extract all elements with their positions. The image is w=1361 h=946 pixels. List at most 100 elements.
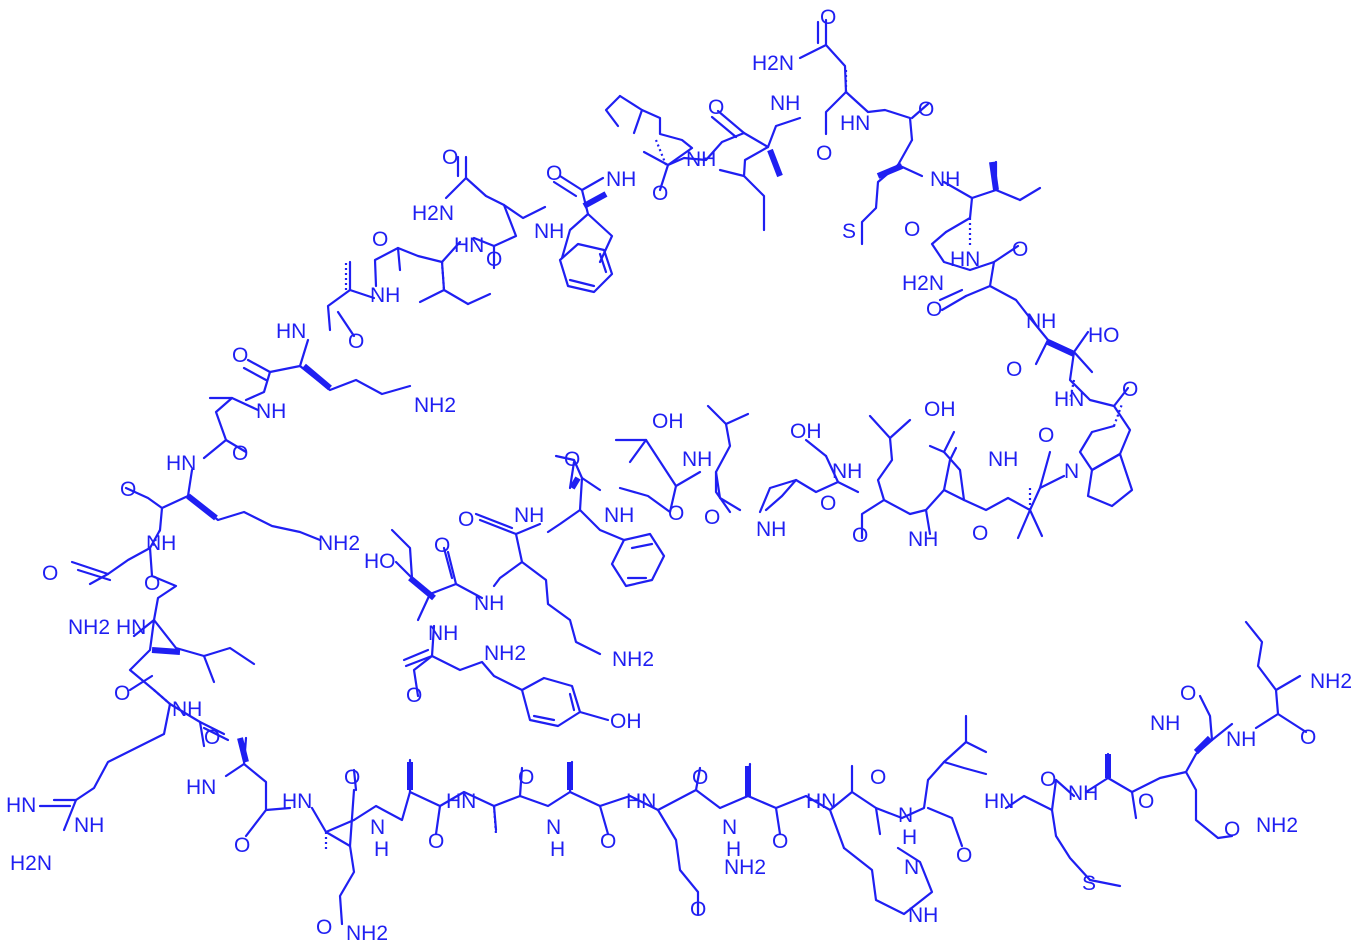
- atom-label-o: O: [344, 766, 360, 789]
- atom-label-o: O: [204, 726, 220, 749]
- atom-label-nh: NH: [428, 622, 458, 645]
- atom-label-nh: NH: [370, 284, 400, 307]
- atom-label-nh2: NH2: [346, 922, 388, 945]
- bottom-chain-backbone: [224, 620, 1308, 926]
- right-arc-backbone: [860, 160, 1134, 508]
- atom-label-nh2: NH2: [484, 642, 526, 665]
- atom-label-o: O: [486, 248, 502, 271]
- atom-label-o: O: [120, 478, 136, 501]
- atom-label-nh2: NH2: [612, 648, 654, 671]
- atom-label-oh: OH: [652, 410, 684, 433]
- atom-label-o: O: [704, 506, 720, 529]
- atom-label-o: O: [1138, 790, 1154, 813]
- atom-label-nh2: NH2: [1256, 814, 1298, 837]
- stereo-bonds: [150, 70, 1213, 850]
- atom-label-hn: HN: [166, 452, 196, 475]
- atom-label-o: O: [442, 146, 458, 169]
- atom-label-nh: NH: [832, 460, 862, 483]
- atom-label-nh: NH: [146, 532, 176, 555]
- atom-label-o: O: [406, 684, 422, 707]
- atom-label-s: S: [1082, 872, 1096, 895]
- atom-label-hn: HN: [1054, 388, 1084, 411]
- atom-label-hn: HN: [950, 248, 980, 271]
- atom-labels: O H2N NH HN O O O NH NH NH O O O NH H2N …: [6, 6, 1352, 945]
- atom-label-nh: NH: [756, 518, 786, 541]
- atom-label-n: N: [1064, 460, 1079, 483]
- atom-label-o: O: [690, 898, 706, 921]
- atom-label-o: O: [852, 524, 868, 547]
- atom-label-o: O: [564, 448, 580, 471]
- atom-label-hn: HN: [806, 790, 836, 813]
- atom-label-o: O: [1012, 238, 1028, 261]
- atom-label-hn: HN: [282, 790, 312, 813]
- atom-label-o: O: [972, 522, 988, 545]
- atom-label-nh: NH: [1226, 728, 1256, 751]
- atom-label-o: O: [42, 562, 58, 585]
- atom-label-o: O: [458, 508, 474, 531]
- atom-label-hn: HN: [984, 790, 1014, 813]
- atom-label-o: O: [1224, 818, 1240, 841]
- atom-label-o: O: [316, 916, 332, 939]
- atom-label-h2n: H2N: [10, 852, 52, 875]
- atom-label-nh2: NH2: [68, 616, 110, 639]
- atom-label-n: N: [370, 816, 385, 839]
- atom-label-o: O: [918, 98, 934, 121]
- atom-label-o: O: [1038, 424, 1054, 447]
- atom-label-o: O: [1180, 682, 1196, 705]
- atom-label-o: O: [926, 298, 942, 321]
- atom-label-o: O: [234, 834, 250, 857]
- atom-label-o: O: [1300, 726, 1316, 749]
- atom-label-o: O: [144, 572, 160, 595]
- atom-label-o: O: [1006, 358, 1022, 381]
- atom-label-h: H: [902, 826, 917, 849]
- atom-label-o: O: [652, 182, 668, 205]
- atom-label-n: N: [898, 804, 913, 827]
- atom-label-h2n: H2N: [752, 52, 794, 75]
- atom-label-o: O: [772, 830, 788, 853]
- atom-label-hn: HN: [6, 794, 36, 817]
- atom-label-ho: HO: [1088, 324, 1120, 347]
- atom-label-nh: NH: [74, 814, 104, 837]
- atom-label-nh: NH: [930, 168, 960, 191]
- atom-label-nh: NH: [908, 904, 938, 927]
- atom-label-nh: NH: [534, 220, 564, 243]
- atom-label-o: O: [600, 830, 616, 853]
- atom-label-hn: HN: [446, 790, 476, 813]
- atom-label-n: N: [904, 856, 919, 879]
- atom-label-nh2: NH2: [414, 394, 456, 417]
- atom-label-hn: HN: [626, 790, 656, 813]
- atom-label-nh: NH: [682, 448, 712, 471]
- atom-label-o: O: [232, 442, 248, 465]
- atom-label-oh: OH: [924, 398, 956, 421]
- atom-label-o: O: [348, 330, 364, 353]
- atom-label-nh: NH: [1150, 712, 1180, 735]
- atom-label-nh: NH: [1068, 782, 1098, 805]
- atom-label-o: O: [434, 534, 450, 557]
- middle-chain-backbone: [390, 404, 1066, 728]
- atom-label-h2n: H2N: [412, 202, 454, 225]
- atom-label-o: O: [668, 502, 684, 525]
- atom-label-s: S: [842, 220, 856, 243]
- atom-label-h: H: [726, 838, 741, 861]
- atom-label-nh: NH: [474, 592, 504, 615]
- atom-label-o: O: [114, 682, 130, 705]
- atom-label-nh2: NH2: [1310, 670, 1352, 693]
- atom-label-nh2: NH2: [724, 856, 766, 879]
- atom-label-o: O: [1040, 768, 1056, 791]
- atom-label-nh: NH: [514, 504, 544, 527]
- atom-label-h2n: H2N: [902, 272, 944, 295]
- atom-label-hn: HN: [186, 776, 216, 799]
- atom-label-o: O: [820, 492, 836, 515]
- top-arc-backbone: [326, 18, 930, 338]
- atom-label-nh: NH: [1026, 310, 1056, 333]
- atom-label-oh: OH: [610, 710, 642, 733]
- atom-label-nh: NH: [988, 448, 1018, 471]
- atom-label-h: H: [374, 838, 389, 861]
- atom-label-o: O: [816, 142, 832, 165]
- atom-label-n: N: [546, 816, 561, 839]
- atom-label-n: N: [722, 816, 737, 839]
- atom-label-nh: NH: [256, 400, 286, 423]
- left-arc-backbone: [38, 338, 412, 832]
